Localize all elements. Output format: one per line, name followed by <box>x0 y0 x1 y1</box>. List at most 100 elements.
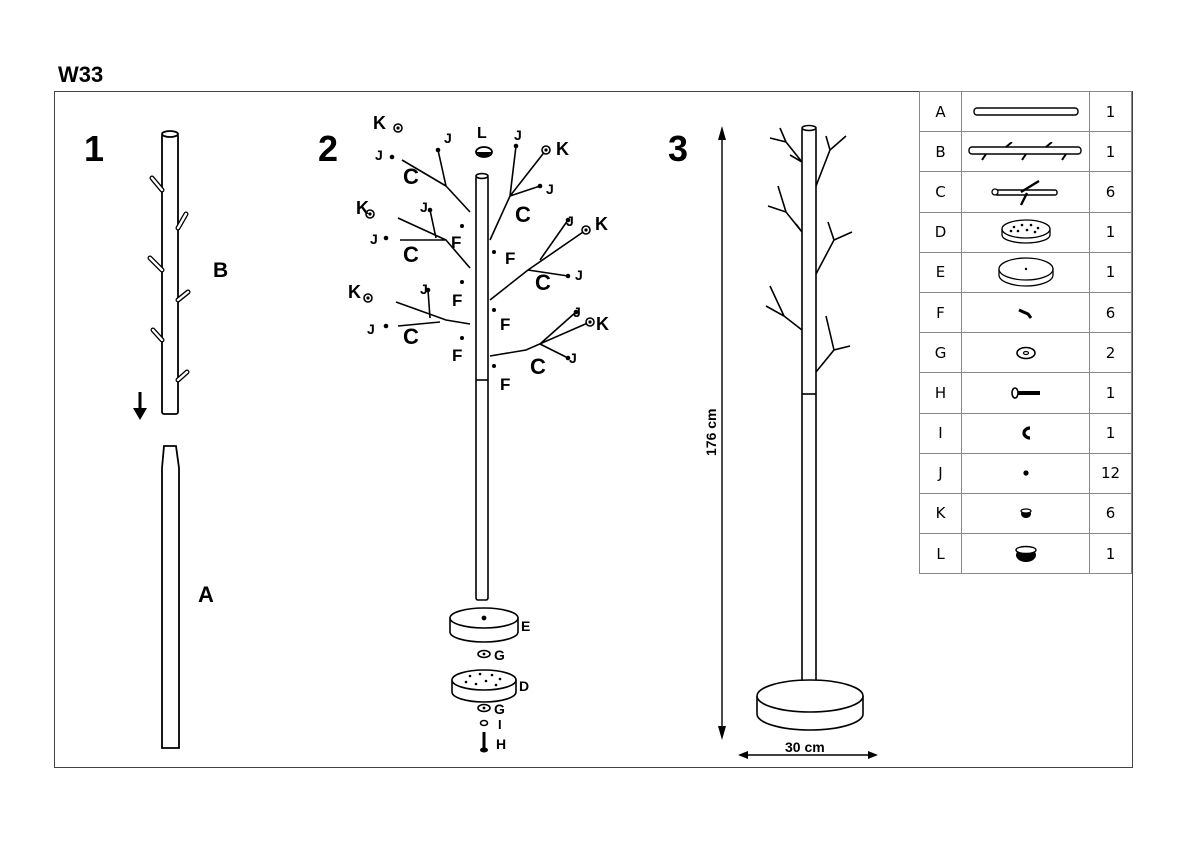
assembly-pole <box>475 172 489 601</box>
label-g: G <box>494 701 505 717</box>
hook-pole-b <box>147 130 191 415</box>
label-j: J <box>420 199 428 215</box>
label-k: K <box>595 214 608 234</box>
cap-l: L <box>475 125 493 158</box>
label-k: K <box>356 198 369 218</box>
label-f: F <box>452 346 462 365</box>
label-f: F <box>505 249 515 268</box>
label-b: B <box>213 259 228 282</box>
label-j: J <box>444 130 452 146</box>
pin-icon <box>961 452 1090 494</box>
part-quantity: 1 <box>1089 372 1132 414</box>
finished-coat-stand <box>756 124 864 731</box>
label-c: C <box>403 324 419 349</box>
width-label: 30 cm <box>785 739 825 755</box>
step-1: 1 B A <box>84 128 228 749</box>
clip-i <box>479 719 489 727</box>
label-j: J <box>367 321 375 337</box>
screws-f <box>460 224 496 368</box>
part-letter: A <box>919 90 962 133</box>
part-letter: J <box>919 452 962 494</box>
part-letter: K <box>919 492 962 535</box>
base-stack: E G D G I <box>449 607 530 753</box>
washer-g <box>477 649 491 659</box>
label-c: C <box>403 164 419 189</box>
part-quantity: 1 <box>1089 211 1132 253</box>
part-letter: B <box>919 131 962 173</box>
clip-icon <box>961 412 1090 454</box>
label-j: J <box>420 281 428 297</box>
label-h: H <box>496 736 506 752</box>
part-letter: E <box>919 251 962 293</box>
part-letter: G <box>919 332 962 374</box>
branches <box>395 145 591 359</box>
part-quantity: 6 <box>1089 171 1132 213</box>
cap-icon <box>961 533 1090 575</box>
assembly-drawing: 1 B A 2 L <box>84 113 878 759</box>
step-number-3: 3 <box>668 128 688 169</box>
knob-icon <box>961 492 1090 535</box>
part-letter: I <box>919 412 962 454</box>
step-3: 3 176 cm 30 cm <box>668 124 878 759</box>
base-disc-e <box>449 607 519 643</box>
part-quantity: 1 <box>1089 533 1132 575</box>
screw-labels: F F F F F F <box>451 233 515 394</box>
label-k: K <box>373 113 386 133</box>
height-dimension: 176 cm <box>703 126 726 740</box>
part-quantity: 1 <box>1089 412 1132 454</box>
step-number-1: 1 <box>84 128 104 169</box>
part-letter: H <box>919 372 962 414</box>
part-quantity: 6 <box>1089 291 1132 334</box>
hook-pole-icon <box>961 131 1090 173</box>
label-j: J <box>569 350 577 366</box>
label-f: F <box>452 291 462 310</box>
washer-g <box>477 703 491 713</box>
label-g: G <box>494 647 505 663</box>
diagram-frame <box>54 91 1133 768</box>
foot-disc-d <box>451 669 517 703</box>
document-title: W33 <box>58 62 104 87</box>
knob-labels: K K K K K K <box>348 113 609 334</box>
label-j: J <box>573 304 581 320</box>
label-j: J <box>375 147 383 163</box>
screw-icon <box>961 291 1090 334</box>
label-c: C <box>403 242 419 267</box>
label-e: E <box>521 618 530 634</box>
part-quantity: 1 <box>1089 90 1132 133</box>
foot-disc-icon <box>961 211 1090 253</box>
branch-icon <box>961 171 1090 213</box>
height-label: 176 cm <box>703 409 719 456</box>
base-disc-icon <box>961 251 1090 293</box>
step-2: 2 L <box>318 113 609 753</box>
part-quantity: 6 <box>1089 492 1132 535</box>
label-l: L <box>477 125 487 142</box>
parts-row: J 12 <box>919 452 1132 494</box>
part-letter: D <box>919 211 962 253</box>
label-j: J <box>575 267 583 283</box>
label-j: J <box>370 231 378 247</box>
bolt-h <box>480 732 488 753</box>
part-quantity: 12 <box>1089 452 1132 494</box>
label-c: C <box>535 270 551 295</box>
step-number-2: 2 <box>318 128 338 169</box>
part-letter: C <box>919 171 962 213</box>
part-quantity: 1 <box>1089 131 1132 173</box>
part-letter: F <box>919 291 962 334</box>
label-k: K <box>348 282 361 302</box>
label-k: K <box>596 314 609 334</box>
part-quantity: 1 <box>1089 251 1132 293</box>
label-k: K <box>556 139 569 159</box>
label-i: I <box>498 717 502 732</box>
label-c: C <box>515 202 531 227</box>
label-c: C <box>530 354 546 379</box>
width-dimension: 30 cm <box>738 739 878 759</box>
label-f: F <box>500 315 510 334</box>
